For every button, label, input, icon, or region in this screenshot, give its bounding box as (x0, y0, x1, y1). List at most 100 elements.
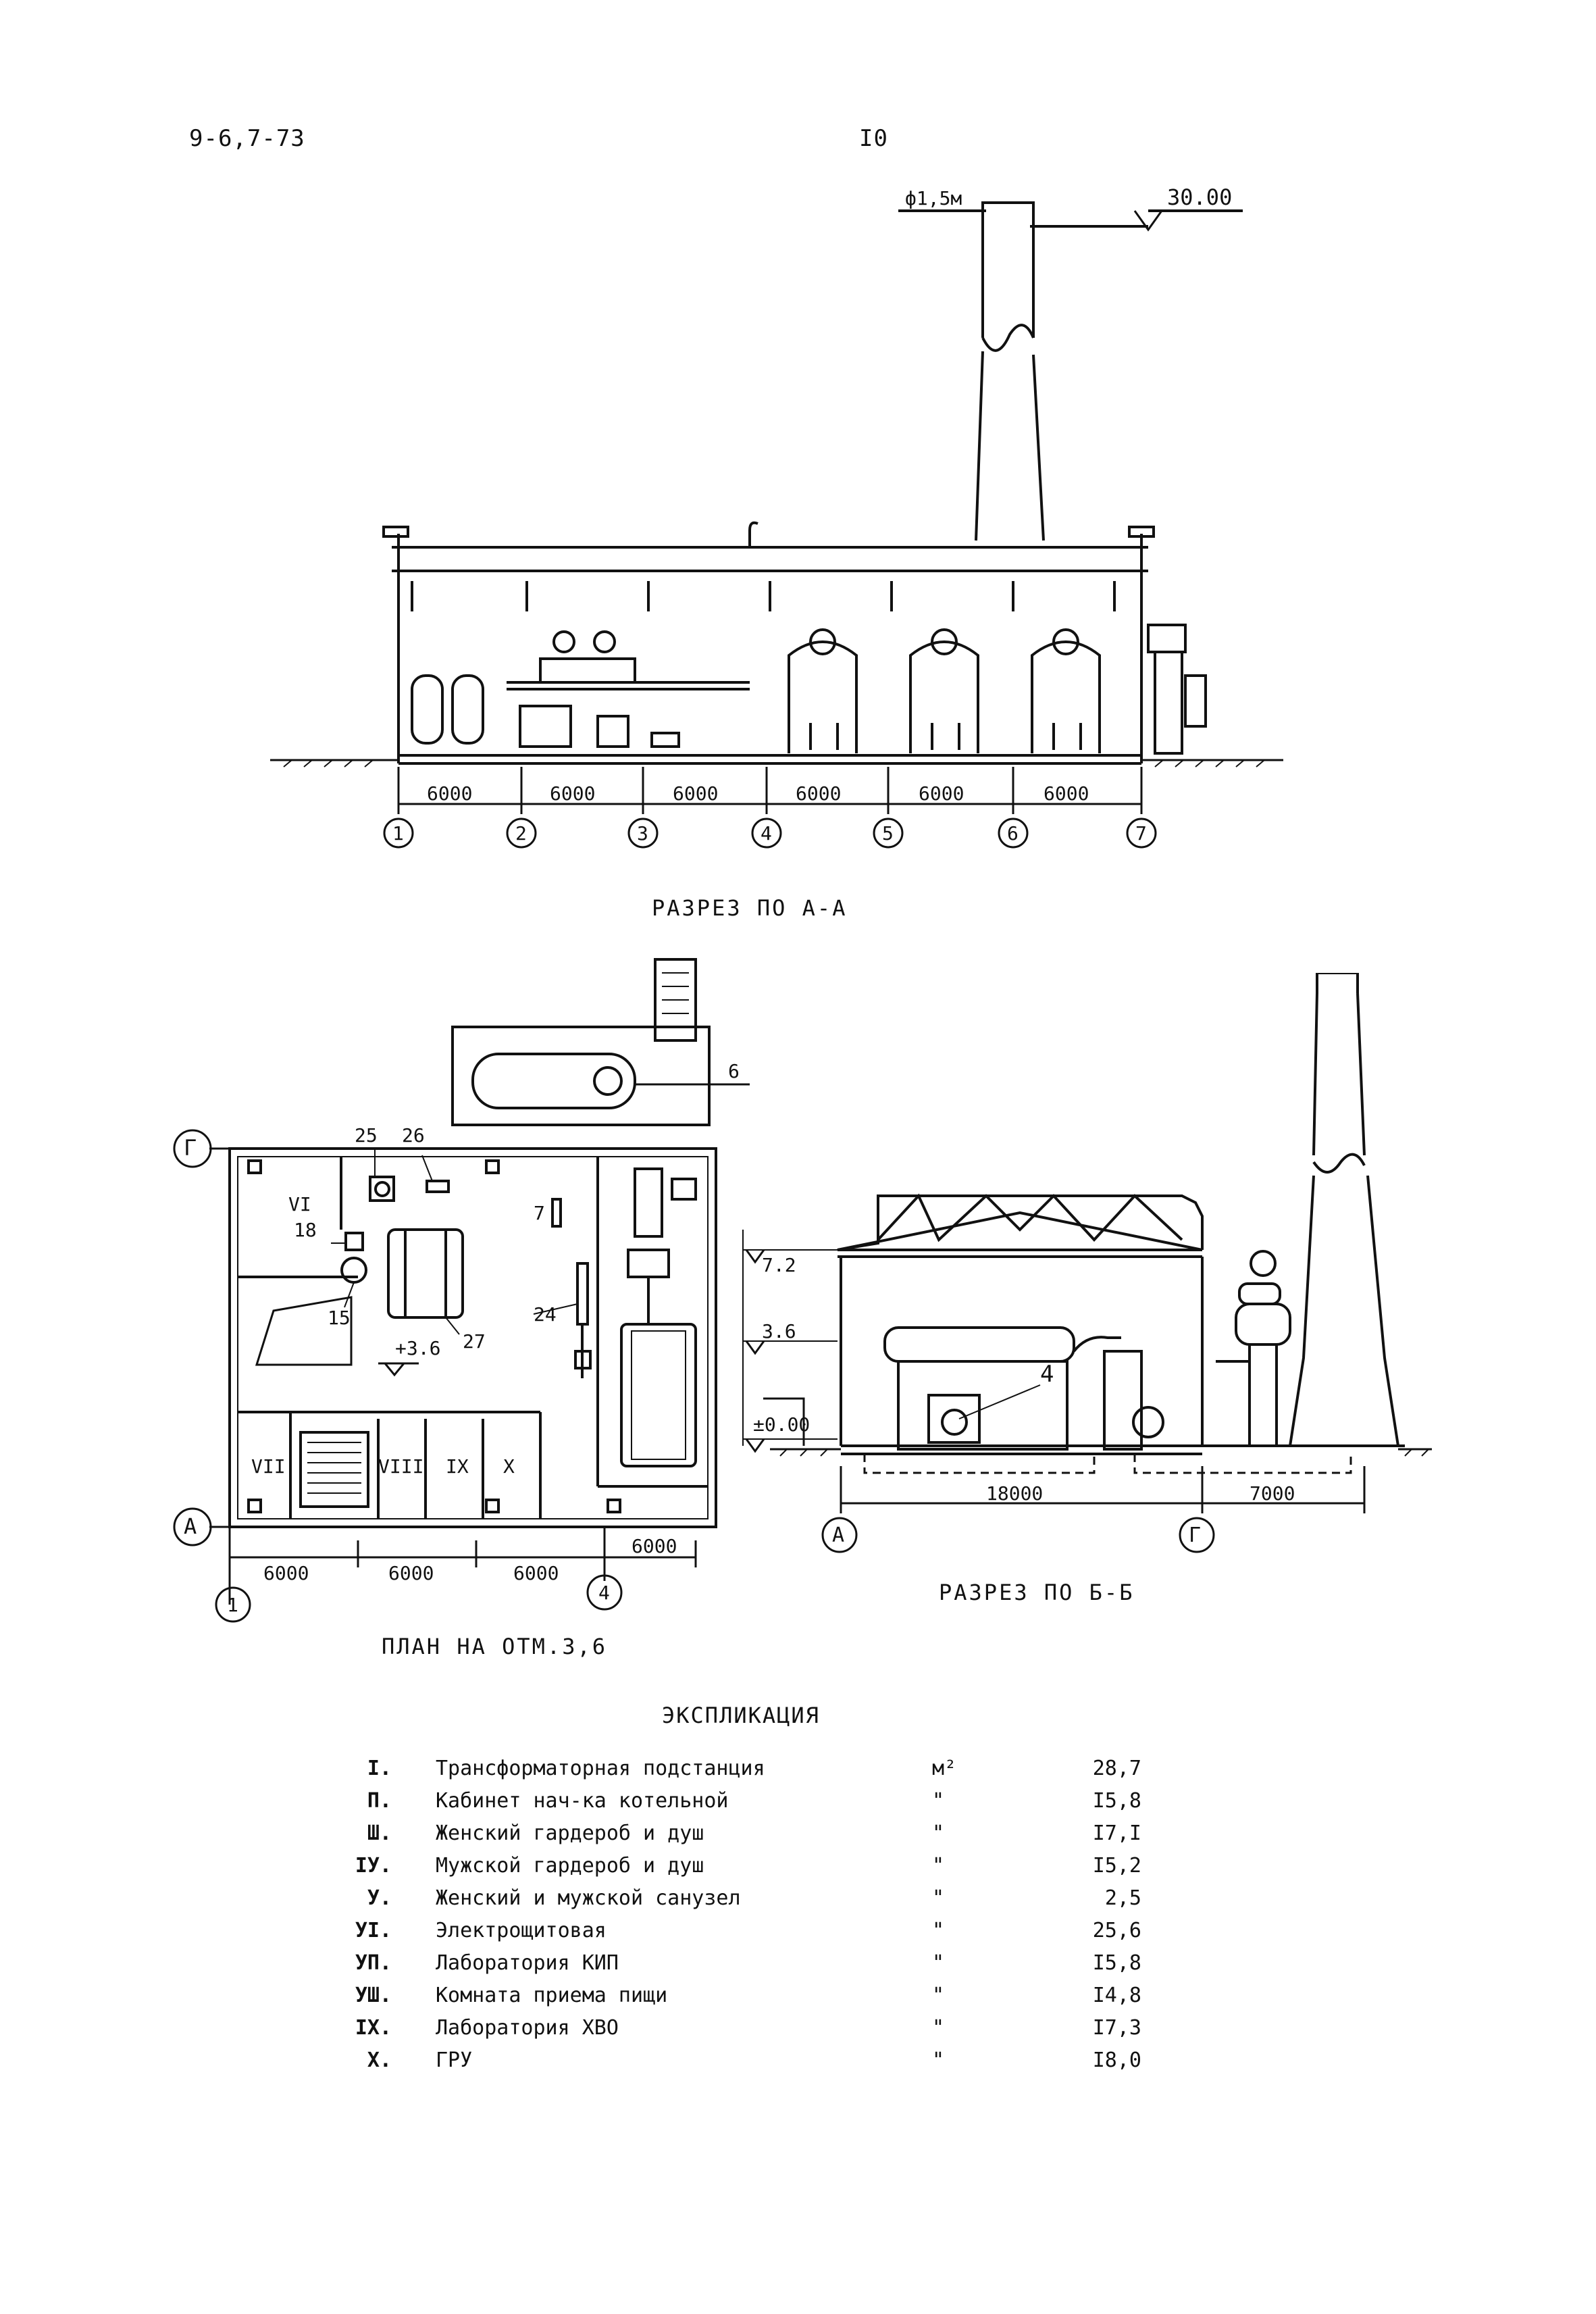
row-number: IX. (355, 2016, 392, 2040)
callout-26: 26 (402, 1124, 425, 1147)
section-aa-drawing: ф1,5м 30.00 6000 6000 6000 6000 6000 600… (270, 184, 1283, 849)
row-unit: " (932, 1821, 945, 1845)
row-unit: " (932, 1984, 945, 2007)
span-plan-2: 6000 (388, 1562, 434, 1584)
row-value: I5,8 (1092, 1789, 1141, 1813)
row-unit: м² (932, 1757, 957, 1780)
callout-18: 18 (294, 1219, 317, 1241)
axis-aa-4: 4 (761, 822, 772, 845)
chimney-lower (975, 351, 1045, 541)
boiler-1 (788, 628, 858, 753)
chimney-upper (981, 236, 1035, 338)
row-value: I7,3 (1092, 2016, 1141, 2040)
row-value: I4,8 (1092, 1984, 1141, 2007)
row-number: УI. (355, 1919, 392, 1942)
row-name: Лаборатория ХВО (436, 2016, 619, 2040)
row-unit: " (932, 1854, 945, 1878)
axis-aa-3: 3 (637, 822, 648, 845)
explication-row: X. ГРУ " I8,0 (351, 2048, 1229, 2081)
span-bb-1: 18000 (986, 1482, 1043, 1505)
row-number: IУ. (355, 1854, 392, 1878)
row-value: I5,8 (1092, 1951, 1141, 1975)
callout-4: 4 (1040, 1361, 1054, 1388)
section-bb-drawing: 7.2 3.6 ±0.00 4 18000 7000 А Г (742, 973, 1432, 1553)
chimney-top-level: 30.00 (1167, 184, 1232, 210)
axis-aa-6: 6 (1007, 822, 1019, 845)
callout-6: 6 (728, 1060, 740, 1082)
explication-row: УШ. Комната приема пищи " I4,8 (351, 1984, 1229, 2016)
row-name: Мужской гардероб и душ (436, 1854, 704, 1878)
row-value: 28,7 (1092, 1757, 1141, 1780)
row-name: Лаборатория КИП (436, 1951, 619, 1975)
row-number: I. (367, 1757, 392, 1780)
axis-plan-4: 4 (598, 1582, 610, 1604)
row-number: УП. (355, 1951, 392, 1975)
callout-15: 15 (328, 1307, 351, 1329)
explication-row: У. Женский и мужской санузел " 2,5 (351, 1886, 1229, 1919)
row-unit: " (932, 2016, 945, 2040)
plan-caption: ПЛАН НА ОТМ.3,6 (382, 1634, 607, 1659)
span-aa-5: 6000 (919, 782, 964, 805)
span-plan-4: 6000 (632, 1535, 677, 1557)
explication-row: УП. Лаборатория КИП " I5,8 (351, 1951, 1229, 1984)
callout-24: 24 (534, 1303, 557, 1326)
room-label-vii: VII (251, 1455, 286, 1478)
section-aa-caption: РАЗРЕЗ ПО А-А (652, 895, 848, 921)
row-number: X. (367, 2048, 392, 2072)
row-unit: " (932, 1919, 945, 1942)
row-value: I5,2 (1092, 1854, 1141, 1878)
row-unit: " (932, 1886, 945, 1910)
plan-drawing: VI VII VIII IX X 25 26 18 15 27 7 24 6 +… (173, 958, 750, 1623)
axis-aa-1: 1 (392, 822, 404, 845)
level-3-6: 3.6 (762, 1320, 796, 1342)
axis-plan-1: 1 (227, 1594, 238, 1616)
span-aa-2: 6000 (550, 782, 595, 805)
row-value: I7,I (1092, 1821, 1141, 1845)
row-unit: " (932, 1951, 945, 1975)
axis-aa-2: 2 (515, 822, 527, 845)
row-name: Трансформаторная подстанция (436, 1757, 765, 1780)
room-label-viii: VIII (378, 1455, 423, 1478)
chimney-diameter-label: ф1,5м (905, 187, 962, 209)
row-unit: " (932, 2048, 945, 2072)
axis-plan-g: Г (184, 1135, 197, 1161)
row-name: Женский и мужской санузел (436, 1886, 741, 1910)
span-aa-4: 6000 (796, 782, 841, 805)
axis-aa-5: 5 (882, 822, 894, 845)
axis-aa-7: 7 (1135, 822, 1147, 845)
explication-title: ЭКСПЛИКАЦИЯ (662, 1703, 820, 1728)
span-plan-1: 6000 (263, 1562, 309, 1584)
row-name: Электрощитовая (436, 1919, 607, 1942)
room-label-vi: VI (288, 1193, 311, 1215)
row-name: Комната приема пищи (436, 1984, 668, 2007)
span-aa-3: 6000 (673, 782, 718, 805)
axis-bb-a: А (832, 1524, 844, 1547)
span-plan-3: 6000 (513, 1562, 559, 1584)
explication-row: Ш. Женский гардероб и душ " I7,I (351, 1821, 1229, 1854)
row-unit: " (932, 1789, 945, 1813)
level-7-2: 7.2 (762, 1254, 796, 1276)
document-code: 9-6,7-73 (189, 125, 305, 152)
level-0-00: ±0.00 (753, 1413, 810, 1436)
row-value: 2,5 (1104, 1886, 1141, 1910)
boiler-2 (909, 628, 979, 753)
axis-bb-g: Г (1189, 1524, 1201, 1547)
explication-row: IX. Лаборатория ХВО " I7,3 (351, 2016, 1229, 2048)
row-number: Ш. (367, 1821, 392, 1845)
span-bb-2: 7000 (1250, 1482, 1295, 1505)
row-value: 25,6 (1092, 1919, 1141, 1942)
chimney-break (981, 324, 1035, 352)
room-label-ix: IX (446, 1455, 469, 1478)
row-number: У. (367, 1886, 392, 1910)
span-aa-1: 6000 (427, 782, 472, 805)
callout-27: 27 (463, 1330, 486, 1353)
span-aa-6: 6000 (1044, 782, 1089, 805)
row-number: УШ. (355, 1984, 392, 2007)
explication-row: I. Трансформаторная подстанция м² 28,7 (351, 1757, 1229, 1789)
boiler-3 (1031, 628, 1101, 753)
room-label-x: X (503, 1455, 515, 1478)
plan-level-mark: +3.6 (395, 1337, 440, 1359)
axis-plan-a: А (184, 1513, 197, 1539)
page-number: I0 (859, 125, 888, 152)
row-name: Кабинет нач-ка котельной (436, 1789, 729, 1813)
